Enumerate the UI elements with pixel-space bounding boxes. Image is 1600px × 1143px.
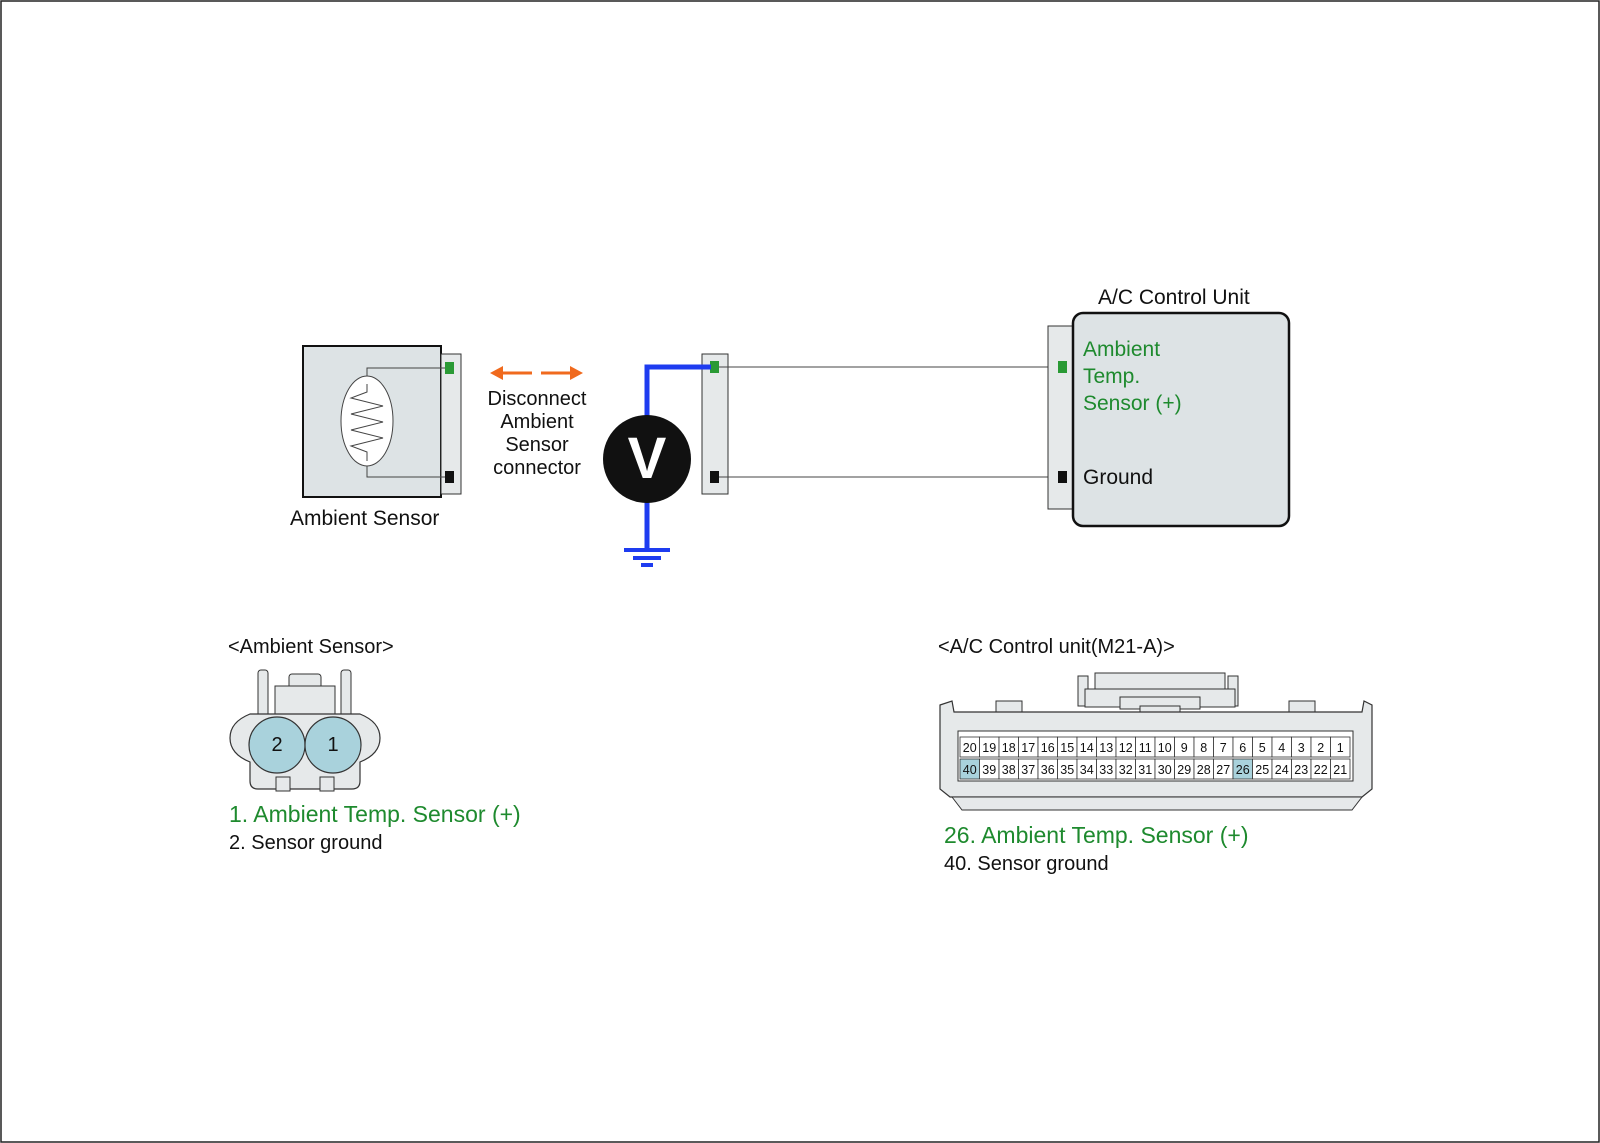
disconnect-note-line-4: connector [493,457,581,479]
ac-pin-number: 24 [1275,763,1289,777]
disconnect-note: Disconnect Ambient Sensor connector [472,388,602,480]
ac-pin-cell [1330,736,1351,758]
ac-pin-number: 5 [1259,741,1266,755]
voltmeter-icon [603,415,691,503]
ac-pin-number: 9 [1181,741,1188,755]
ac-unit-terminal-ground [1058,471,1067,483]
ac-pin-number: 23 [1294,763,1308,777]
disconnect-note-line-2: Ambient [500,411,574,433]
disconnect-arrows-icon [490,366,583,380]
voltmeter-symbol: V [627,426,667,491]
disconnect-note-line-1: Disconnect [487,388,587,410]
ac-pin-number: 31 [1138,763,1152,777]
ac-pin-number: 3 [1298,741,1305,755]
harness-terminal-ground [710,471,719,483]
probe-lead-positive [644,364,711,418]
chassis-ground-icon [624,548,670,567]
ac-unit-title: A/C Control Unit [1098,286,1250,309]
ambient-sensor-terminal-1 [445,362,454,374]
disconnect-note-line-3: Sensor [505,434,569,456]
ac-terminal-ground-label: Ground [1083,466,1154,489]
ac-legend-2: 40. Sensor ground [944,853,1109,875]
ac-pin-number: 27 [1216,763,1230,777]
ac-terminal-signal-line-2: Temp. [1083,365,1141,388]
ac-pin-number: 32 [1119,763,1133,777]
ac-pin-number: 20 [963,741,977,755]
ac-pin-number: 14 [1080,741,1094,755]
ac-connector-title: <A/C Control unit(M21-A)> [938,636,1175,658]
ambient-connector-face [229,669,381,792]
ac-unit-terminal-signal [1058,361,1067,373]
harness-connector [701,353,729,495]
ac-pin-number: 4 [1278,741,1285,755]
ac-terminal-signal-line-1: Ambient [1083,338,1161,361]
ac-pin-number: 40 [963,763,977,777]
ac-pin-number: 6 [1239,741,1246,755]
ac-pin-number: 19 [982,741,996,755]
resistor-zigzag-icon [349,384,384,461]
ambient-sensor-connector [440,353,462,495]
ambient-legend-1: 1. Ambient Temp. Sensor (+) [229,801,521,827]
ac-pin-number: 30 [1158,763,1172,777]
ac-pin-number: 16 [1041,741,1055,755]
ac-pin-number: 2 [1317,741,1324,755]
ac-pin-number: 25 [1255,763,1269,777]
ac-terminal-signal-label: Ambient Temp. Sensor (+) [1083,336,1182,417]
ac-pin-number: 17 [1021,741,1035,755]
ac-pin-number: 36 [1041,763,1055,777]
ac-legend-1: 26. Ambient Temp. Sensor (+) [944,822,1249,848]
ac-pin-number: 8 [1200,741,1207,755]
ac-pin-number: 12 [1119,741,1133,755]
ac-pin-number: 13 [1099,741,1113,755]
ac-pin-number: 28 [1197,763,1211,777]
ac-pin-number: 10 [1158,741,1172,755]
ambient-sensor [302,345,462,498]
ac-pin-number: 37 [1021,763,1035,777]
ambient-pin-1 [304,716,362,774]
ambient-sensor-terminal-2 [445,471,454,483]
harness-terminal-signal [710,361,719,373]
ac-pin-number: 26 [1236,763,1250,777]
ambient-legend-2: 2. Sensor ground [229,832,383,854]
ac-pin-number: 18 [1002,741,1016,755]
ac-pin-number: 22 [1314,763,1328,777]
ac-pin-cell [1330,758,1351,780]
ambient-pin-1-label: 1 [327,734,339,756]
ac-pin-number: 39 [982,763,996,777]
ac-pin-number: 15 [1060,741,1074,755]
ac-pin-number: 21 [1333,763,1347,777]
ac-terminal-signal-line-3: Sensor (+) [1083,392,1182,415]
ac-control-unit-body [1071,311,1291,528]
ac-pin-number: 7 [1220,741,1227,755]
ac-pin-number: 29 [1177,763,1191,777]
ac-pin-number: 1 [1337,741,1344,755]
ac-pin-number: 11 [1139,741,1152,755]
ac-pin-number: 34 [1080,763,1094,777]
ambient-pin-2-label: 2 [271,734,283,756]
ac-pin-number: 38 [1002,763,1016,777]
ambient-connector-title: <Ambient Sensor> [228,636,394,658]
ac-pin-number: 33 [1099,763,1113,777]
ac-pin-number: 35 [1060,763,1074,777]
ambient-sensor-label: Ambient Sensor [290,507,440,530]
